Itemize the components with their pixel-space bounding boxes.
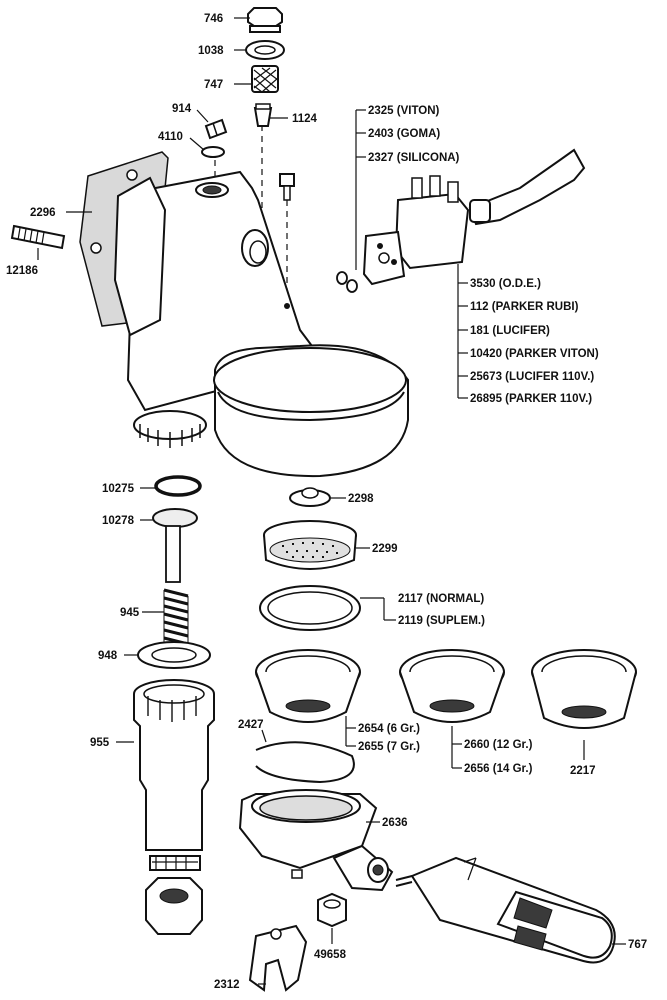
label-181: 181 (LUCIFER) <box>470 325 550 337</box>
valve-orings <box>336 271 358 293</box>
part-2217-basket <box>531 649 637 729</box>
label-12186: 12186 <box>6 265 38 277</box>
label-948: 948 <box>98 650 118 662</box>
label-747: 747 <box>204 79 223 91</box>
label-2327: 2327 (SILICONA) <box>368 152 460 164</box>
label-955: 955 <box>90 737 110 749</box>
label-746: 746 <box>204 13 223 25</box>
part-767-handle <box>395 856 616 964</box>
label-945: 945 <box>120 607 140 619</box>
label-767: 767 <box>628 939 647 951</box>
part-1124-jet <box>253 103 273 127</box>
label-2403: 2403 (GOMA) <box>368 128 440 140</box>
label-2427: 2427 <box>238 719 264 731</box>
label-2217: 2217 <box>570 765 596 777</box>
part-955-body <box>133 679 215 871</box>
label-2117: 2117 (NORMAL) <box>398 593 484 605</box>
label-49658: 49658 <box>314 949 347 961</box>
part-2312-fork <box>248 924 308 992</box>
part-labels: 746 1038 747 914 1124 4110 2296 12186 23… <box>6 13 647 991</box>
part-1038-washer <box>245 40 285 60</box>
label-10278: 10278 <box>102 515 135 527</box>
part-2427-clip <box>255 741 355 784</box>
label-2656: 2656 (14 Gr.) <box>464 763 533 775</box>
leader-lines <box>37 17 626 985</box>
part-746-cap <box>247 7 283 33</box>
label-10420: 10420 (PARKER VITON) <box>470 348 599 360</box>
part-2117-gasket <box>259 585 361 631</box>
label-2655: 2655 (7 Gr.) <box>358 741 420 753</box>
label-2298: 2298 <box>348 493 374 505</box>
label-914: 914 <box>172 103 192 115</box>
group-head-body <box>113 170 409 478</box>
part-945-spring <box>163 588 189 646</box>
part-2299-screen <box>263 520 357 570</box>
part-12186-stud <box>10 224 66 250</box>
part-10275-oring <box>154 475 202 497</box>
part-4110-oring <box>201 146 225 158</box>
part-747-filter <box>251 65 279 93</box>
part-948-washer <box>137 641 211 669</box>
part-914-plug <box>204 118 228 140</box>
label-2660: 2660 (12 Gr.) <box>464 739 533 751</box>
label-2296: 2296 <box>30 207 56 219</box>
part-2636-portafilter <box>238 789 394 892</box>
part-10278-piston <box>152 508 198 583</box>
label-2325: 2325 (VITON) <box>368 105 440 117</box>
label-1038: 1038 <box>198 45 224 57</box>
solenoid-valve <box>362 148 586 286</box>
label-2119: 2119 (SUPLEM.) <box>398 615 485 627</box>
part-2298-screw <box>289 487 331 507</box>
label-3530: 3530 (O.D.E.) <box>470 278 541 290</box>
part-2654-basket <box>255 649 361 723</box>
part-nut <box>145 877 203 935</box>
label-2636: 2636 <box>382 817 408 829</box>
label-2312: 2312 <box>214 979 240 991</box>
screw <box>279 173 295 201</box>
part-49658-nut <box>317 892 347 928</box>
label-4110: 4110 <box>158 131 183 143</box>
label-1124: 1124 <box>292 113 318 125</box>
label-2299: 2299 <box>372 543 398 555</box>
label-2654: 2654 (6 Gr.) <box>358 723 420 735</box>
part-2660-basket <box>399 649 505 723</box>
label-26895: 26895 (PARKER 110V.) <box>470 393 592 405</box>
label-112: 112 (PARKER RUBI) <box>470 301 579 313</box>
label-10275: 10275 <box>102 483 135 495</box>
label-25673: 25673 (LUCIFER 110V.) <box>470 371 594 383</box>
